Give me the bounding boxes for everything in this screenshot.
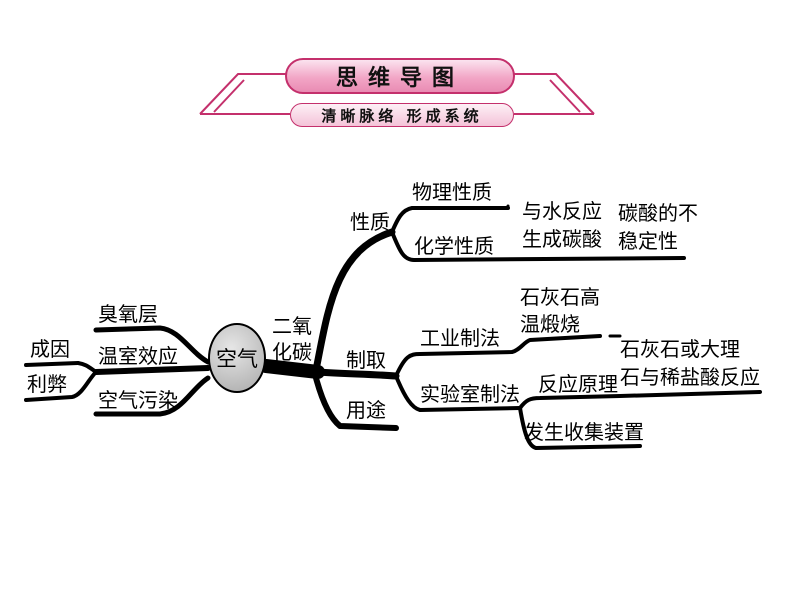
label-apparatus: 发生收集装置 — [524, 420, 644, 444]
label-principle-detail-2: 石与稀盐酸反应 — [620, 365, 760, 389]
header-title: 思维导图 — [285, 58, 515, 94]
label-co2-line2: 化碳 — [272, 340, 312, 364]
label-principle: 反应原理 — [538, 372, 618, 396]
label-preparation: 制取 — [346, 348, 386, 372]
label-water-reaction-1: 与水反应 — [522, 199, 602, 223]
label-chemical: 化学性质 — [414, 234, 494, 258]
label-greenhouse: 温室效应 — [98, 344, 178, 368]
label-pollution: 空气污染 — [98, 388, 178, 412]
connector-cause-hook — [76, 361, 98, 374]
label-lab: 实验室制法 — [420, 382, 520, 406]
label-physical: 物理性质 — [412, 180, 492, 204]
connector-chemical — [390, 230, 686, 262]
connector-preparation — [314, 368, 400, 380]
connector-physical — [390, 206, 510, 234]
connector-trunk — [259, 359, 325, 379]
label-industrial: 工业制法 — [420, 326, 500, 350]
label-water-reaction-2: 生成碳酸 — [522, 227, 602, 251]
center-node-air: 空气 — [208, 323, 266, 393]
label-cause: 成因 — [30, 337, 70, 361]
connector-greenhouse — [93, 365, 211, 375]
label-principle-detail-1: 石灰石或大理 — [620, 337, 740, 361]
connector-cause — [24, 361, 80, 367]
connector-pollution — [93, 375, 211, 417]
label-uses: 用途 — [346, 398, 386, 422]
label-ozone: 臭氧层 — [98, 302, 158, 326]
label-effect: 利弊 — [27, 372, 67, 396]
connector-effect — [24, 370, 98, 402]
connector-uses — [313, 375, 399, 431]
header-subtitle: 清晰脉络 形成系统 — [290, 103, 514, 127]
connector-principle — [518, 390, 762, 410]
connector-apparatus — [518, 406, 642, 450]
label-industrial-detail-1: 石灰石高 — [520, 285, 600, 309]
label-industrial-detail-2: 温煅烧 — [520, 312, 580, 336]
label-unstable-1: 碳酸的不 — [618, 201, 698, 225]
label-unstable-2: 稳定性 — [618, 229, 678, 253]
label-co2-line1: 二氧 — [272, 314, 312, 338]
connector-ozone — [93, 325, 211, 365]
connector-lab — [394, 374, 522, 412]
connector-properties — [312, 228, 396, 374]
connector-industrial — [394, 334, 602, 378]
label-properties: 性质 — [350, 210, 390, 234]
